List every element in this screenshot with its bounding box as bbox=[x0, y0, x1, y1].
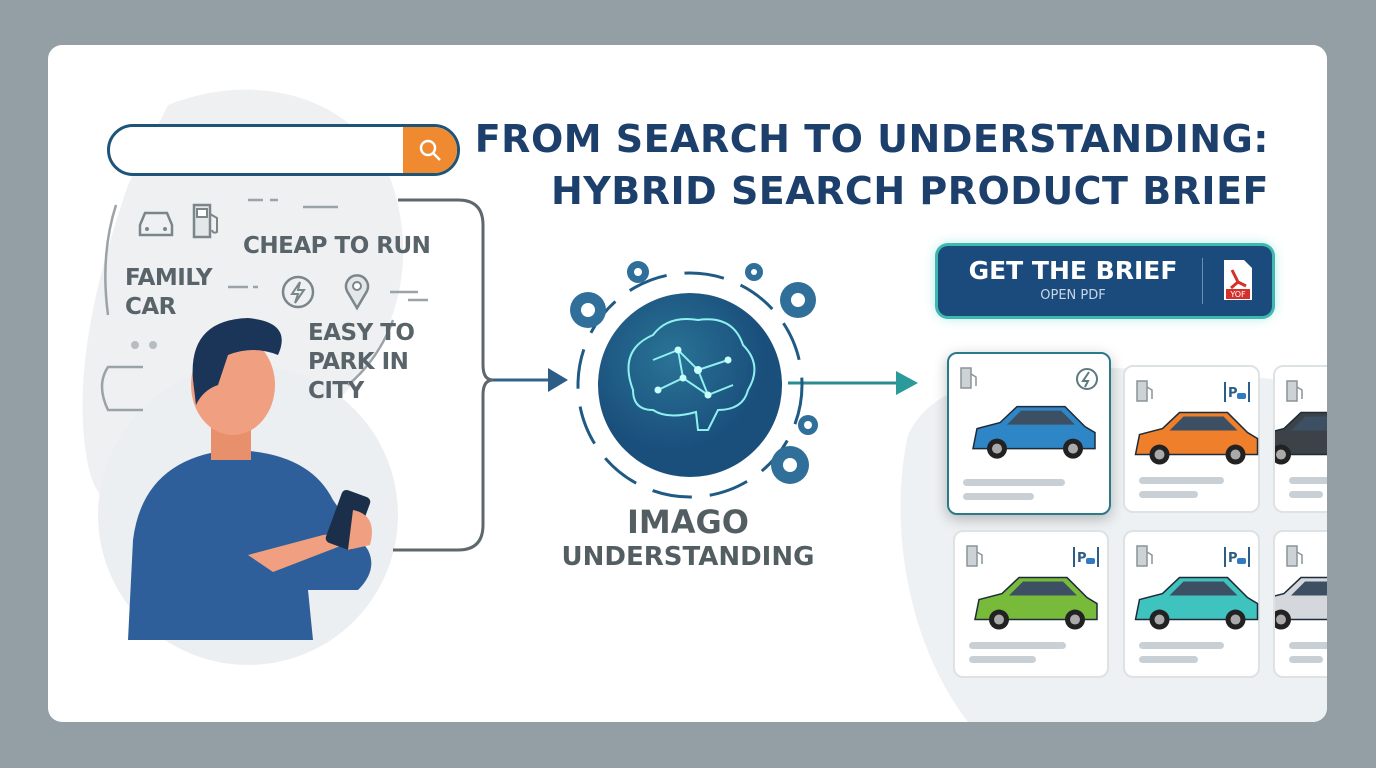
arrow-head-icon bbox=[548, 368, 568, 392]
button-label: GET THE BRIEF bbox=[968, 256, 1178, 285]
parking-icon: P bbox=[1224, 547, 1250, 567]
car-icon bbox=[138, 211, 174, 237]
text-placeholder-bar bbox=[1289, 656, 1324, 663]
car-image bbox=[1275, 411, 1327, 465]
location-pin-icon bbox=[344, 274, 370, 311]
search-button[interactable] bbox=[403, 127, 457, 173]
text-placeholder-bar bbox=[1139, 642, 1224, 649]
parking-icon: P bbox=[1073, 547, 1099, 567]
headline-line-1: FROM SEARCH TO UNDERSTANDING: bbox=[474, 117, 1269, 161]
text-placeholder-bar bbox=[1139, 477, 1224, 484]
headline-line-2: HYBRID SEARCH PRODUCT BRIEF bbox=[550, 169, 1269, 213]
svg-text:P: P bbox=[1077, 551, 1087, 566]
result-card[interactable] bbox=[1273, 530, 1327, 678]
fuel-pump-icon bbox=[1136, 380, 1153, 402]
fuel-pump-icon bbox=[966, 545, 983, 567]
query-term-line: CITY bbox=[308, 378, 364, 404]
svg-text:P: P bbox=[1228, 386, 1238, 401]
query-term-line: FAMILY bbox=[125, 265, 213, 291]
pdf-file-icon: YOF bbox=[1224, 260, 1252, 300]
car-image bbox=[1134, 411, 1259, 465]
banner-panel: CHEAP TO RUN FAMILY CAR EASY TO PARK IN … bbox=[48, 45, 1327, 722]
car-image bbox=[1275, 576, 1327, 630]
query-term-line: EASY TO bbox=[308, 320, 415, 346]
text-placeholder-bar bbox=[1139, 656, 1198, 663]
fuel-pump-icon bbox=[1286, 545, 1303, 567]
engine-subtitle: UNDERSTANDING bbox=[561, 542, 815, 572]
query-term-line: PARK IN bbox=[308, 349, 409, 375]
parking-icon: P bbox=[1224, 382, 1250, 402]
fuel-pump-icon bbox=[960, 367, 977, 389]
search-icon bbox=[419, 139, 441, 161]
text-placeholder-bar bbox=[1289, 477, 1327, 484]
text-placeholder-bar bbox=[963, 493, 1034, 500]
result-card[interactable] bbox=[947, 352, 1111, 515]
query-term-family-car: FAMILY CAR bbox=[125, 264, 213, 322]
result-card[interactable]: P bbox=[953, 530, 1109, 678]
result-card[interactable]: P bbox=[1123, 365, 1260, 513]
fuel-pump-icon bbox=[1136, 545, 1153, 567]
ev-charge-icon bbox=[1076, 368, 1098, 390]
car-image bbox=[1134, 576, 1259, 630]
brain-engine-illustration bbox=[570, 261, 818, 499]
text-placeholder-bar bbox=[1139, 491, 1198, 498]
fuel-pump-icon bbox=[1286, 380, 1303, 402]
arrow-head-out-icon bbox=[896, 371, 918, 395]
query-term-cheap-to-run: CHEAP TO RUN bbox=[243, 233, 431, 259]
ev-charge-icon bbox=[281, 275, 315, 309]
fuel-pump-icon bbox=[192, 203, 218, 239]
brain-icon bbox=[627, 318, 756, 431]
svg-text:YOF: YOF bbox=[1229, 290, 1246, 299]
text-placeholder-bar bbox=[969, 656, 1037, 663]
text-placeholder-bar bbox=[1289, 642, 1327, 649]
get-the-brief-button[interactable]: GET THE BRIEF OPEN PDF YOF bbox=[938, 246, 1272, 316]
text-placeholder-bar bbox=[1289, 491, 1324, 498]
divider bbox=[1202, 258, 1203, 304]
result-card[interactable]: P bbox=[1123, 530, 1260, 678]
text-placeholder-bar bbox=[963, 479, 1065, 486]
person-with-phone-illustration bbox=[128, 318, 372, 640]
svg-text:P: P bbox=[1228, 551, 1238, 566]
car-image bbox=[974, 576, 1098, 630]
query-term-line: CAR bbox=[125, 294, 176, 320]
button-sublabel: OPEN PDF bbox=[1040, 288, 1106, 303]
car-image bbox=[972, 405, 1096, 459]
search-input[interactable] bbox=[107, 124, 460, 176]
query-term-easy-to-park: EASY TO PARK IN CITY bbox=[308, 319, 415, 406]
engine-name: IMAGO bbox=[627, 503, 749, 541]
result-card[interactable] bbox=[1273, 365, 1327, 513]
text-placeholder-bar bbox=[969, 642, 1066, 649]
